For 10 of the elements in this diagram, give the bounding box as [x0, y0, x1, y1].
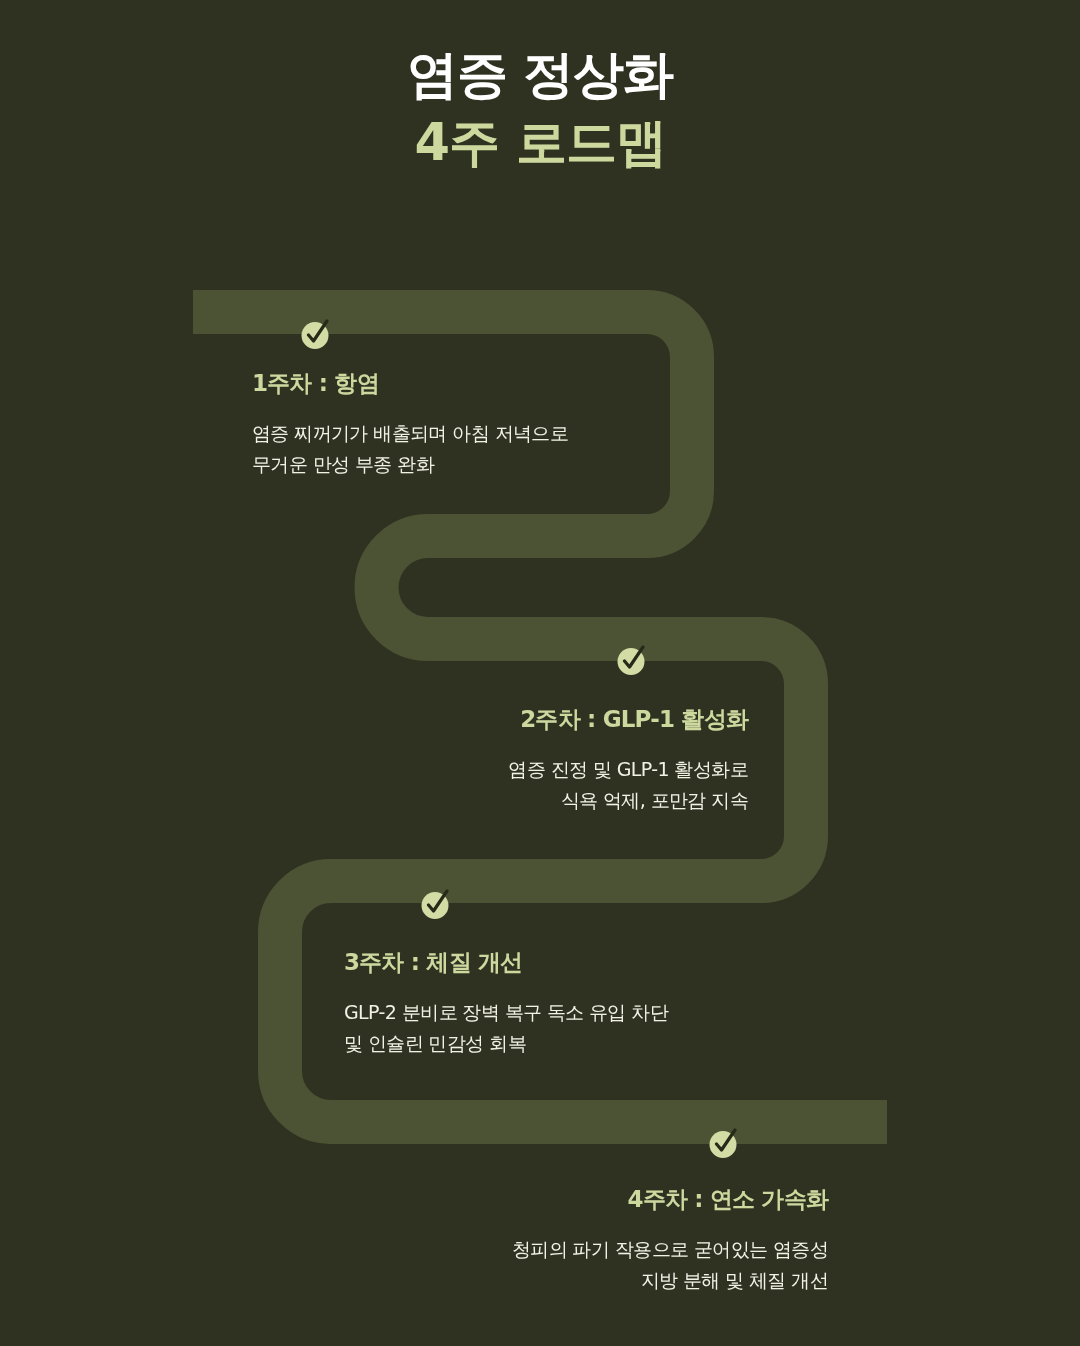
- title-heading: 염증 정상화: [406, 44, 674, 106]
- step-heading: 1주차 : 항염: [252, 369, 379, 398]
- step-heading: 4주차 : 연소 가속화: [627, 1185, 828, 1214]
- step-heading: 3주차 : 체질 개선: [344, 948, 523, 977]
- subtitle-heading: 4주 로드맵: [414, 112, 666, 174]
- step-description: GLP-2 분비로 장벽 복구 독소 유입 차단 및 인슐린 민감성 회복: [344, 1000, 670, 1056]
- step-heading: 2주차 : GLP-1 활성화: [520, 705, 748, 734]
- step-description: 염증 진정 및 GLP-1 활성화로 식욕 억제, 포만감 지속: [507, 757, 748, 813]
- step-description: 청피의 파기 작용으로 굳어있는 염증성 지방 분해 및 체질 개선: [510, 1237, 828, 1293]
- step-description: 염증 찌꺼기가 배출되며 아침 저녁으로 무거운 만성 부종 완화: [252, 421, 570, 477]
